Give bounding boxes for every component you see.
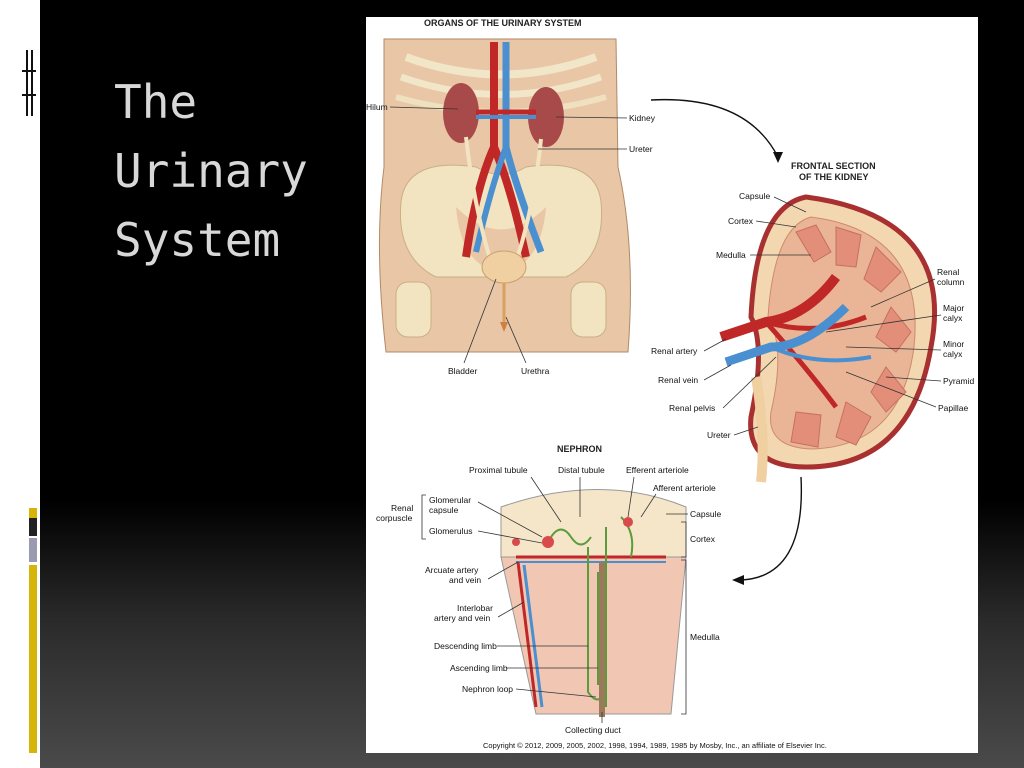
label-collecting-duct: Collecting duct	[565, 725, 621, 735]
label-renal-vein: Renal vein	[658, 375, 698, 385]
decorative-bar-yellow-2	[29, 565, 37, 753]
label-major-calyx-1: Major	[943, 303, 964, 313]
label-arcuate-2: and vein	[449, 575, 481, 585]
label-ureter: Ureter	[629, 144, 653, 154]
label-capsule-nephron: Capsule	[690, 509, 721, 519]
label-urethra: Urethra	[521, 366, 550, 376]
copyright-text: Copyright © 2012, 2009, 2005, 2002, 1998…	[483, 741, 827, 750]
label-bladder: Bladder	[448, 366, 477, 376]
label-renal-artery: Renal artery	[651, 346, 698, 356]
label-efferent-arteriole: Efferent arteriole	[626, 465, 689, 475]
label-renal-corpuscle-2: corpuscle	[376, 513, 413, 523]
decorative-bars-top	[22, 48, 44, 118]
nephron-illustration	[500, 489, 687, 717]
label-renal-corpuscle-1: Renal	[391, 503, 413, 513]
frontal-section-title-2: OF THE KIDNEY	[799, 172, 869, 182]
decorative-bar-yellow-1	[29, 508, 37, 518]
label-medulla-nephron: Medulla	[690, 632, 720, 642]
label-major-calyx-2: calyx	[943, 313, 963, 323]
urinary-system-figure: ORGANS OF THE URINARY SYSTEM Hilum Kidne…	[366, 17, 978, 753]
label-ureter-kidney: Ureter	[707, 430, 731, 440]
decorative-bar-gray	[29, 538, 37, 562]
label-hilum: Hilum	[366, 102, 388, 112]
label-glomerular-capsule-2: capsule	[429, 505, 459, 515]
label-ascending-limb: Ascending limb	[450, 663, 508, 673]
slide-title: The Urinary System	[114, 75, 308, 267]
label-minor-calyx-1: Minor	[943, 339, 964, 349]
label-pyramid: Pyramid	[943, 376, 974, 386]
torso-illustration	[378, 38, 631, 353]
label-nephron-loop: Nephron loop	[462, 684, 513, 694]
label-proximal-tubule: Proximal tubule	[469, 465, 528, 475]
kidney-cross-section	[719, 194, 938, 483]
label-papillae: Papillae	[938, 403, 969, 413]
label-afferent-arteriole: Afferent arteriole	[653, 483, 716, 493]
label-arcuate-1: Arcuate artery	[425, 565, 479, 575]
label-capsule: Capsule	[739, 191, 770, 201]
label-renal-pelvis: Renal pelvis	[669, 403, 715, 413]
label-cortex-nephron: Cortex	[690, 534, 716, 544]
label-descending-limb: Descending limb	[434, 641, 497, 651]
decorative-bar-dark	[29, 518, 37, 536]
label-medulla: Medulla	[716, 250, 746, 260]
label-distal-tubule: Distal tubule	[558, 465, 605, 475]
label-cortex: Cortex	[728, 216, 754, 226]
label-renal-column-2: column	[937, 277, 965, 287]
frontal-section-title-1: FRONTAL SECTION	[791, 161, 876, 171]
organs-header: ORGANS OF THE URINARY SYSTEM	[424, 18, 582, 28]
label-glomerular-capsule-1: Glomerular	[429, 495, 471, 505]
nephron-title: NEPHRON	[557, 444, 602, 454]
label-glomerulus: Glomerulus	[429, 526, 472, 536]
label-minor-calyx-2: calyx	[943, 349, 963, 359]
label-renal-column-1: Renal	[937, 267, 959, 277]
label-kidney: Kidney	[629, 113, 656, 123]
label-interlobar-1: Interlobar	[457, 603, 493, 613]
label-interlobar-2: artery and vein	[434, 613, 490, 623]
anatomy-illustration: ORGANS OF THE URINARY SYSTEM Hilum Kidne…	[366, 18, 974, 750]
